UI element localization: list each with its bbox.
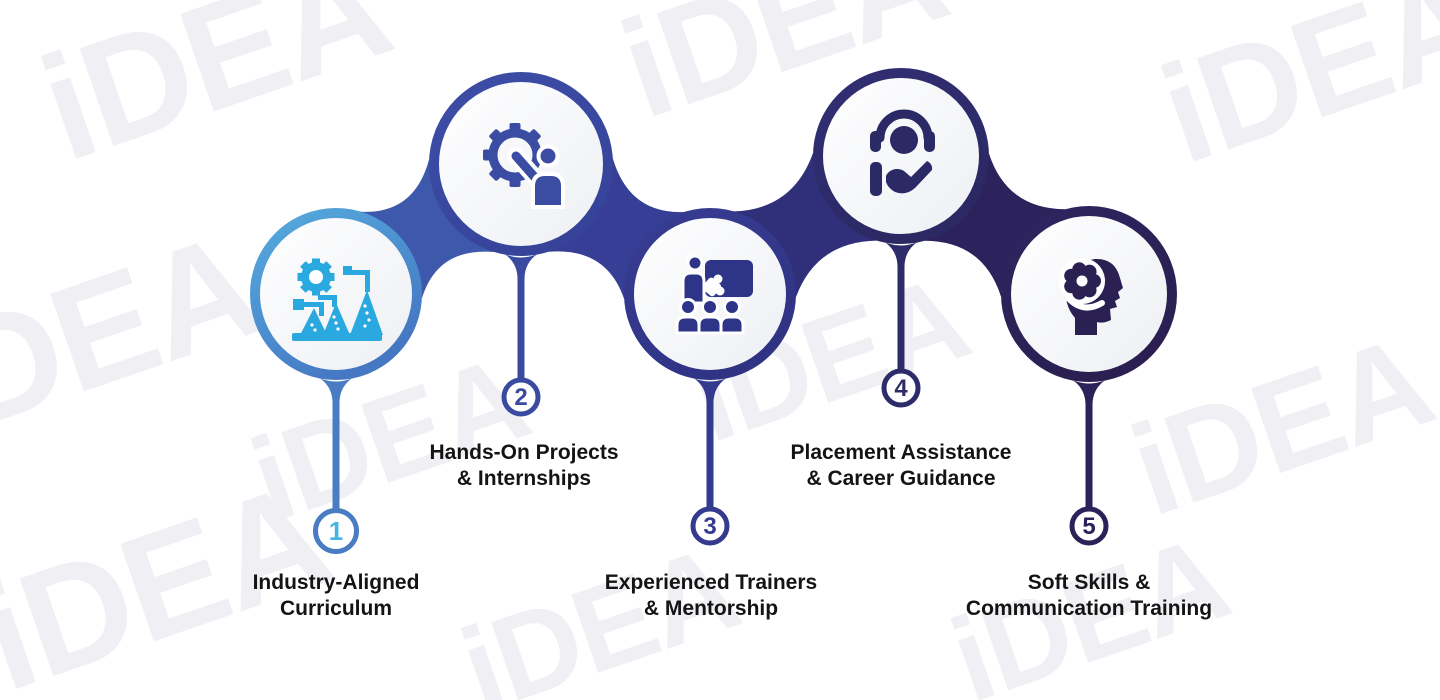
connector-webs [361, 152, 1066, 300]
step-title-line: Communication Training [965, 597, 1213, 620]
step-title-line: Hands-On Projects [429, 441, 619, 464]
step-title-line: Industry-Aligned [252, 571, 420, 594]
badge-number: 5 [1082, 513, 1095, 540]
step-title-line: & Mentorship [643, 597, 779, 620]
hands-on-gear-icon [483, 123, 565, 209]
stem-5 [1063, 375, 1115, 512]
gear-glyph [297, 258, 335, 296]
step-title-line: Placement Assistance [790, 441, 1012, 464]
step-title-line: Soft Skills & [1027, 571, 1151, 594]
industry-factory-icon [292, 258, 383, 341]
step-title-3: Experienced Trainers & Mentorship [551, 570, 871, 622]
badge-number: 4 [894, 375, 908, 402]
badge-5: 5 [1069, 506, 1109, 546]
soft-skills-mind-icon [1059, 258, 1123, 335]
connector-1-2 [361, 159, 495, 299]
badge-number: 1 [329, 516, 343, 546]
badge-2: 2 [501, 377, 541, 417]
step-title-line: & Career Guidance [806, 467, 996, 490]
stem-1 [310, 373, 362, 514]
connector-4-5 [924, 153, 1066, 297]
badge-number: 3 [703, 513, 716, 540]
step-title-5: Soft Skills & Communication Training [929, 570, 1249, 622]
gear-flower-glyph [1064, 262, 1101, 300]
stems [310, 237, 1115, 514]
badge-number: 2 [514, 384, 527, 411]
connector-3-4 [733, 152, 877, 298]
step-title-2: Hands-On Projects & Internships [364, 440, 684, 492]
stem-3 [684, 373, 736, 512]
circle-step-4 [813, 68, 989, 244]
headset-support-icon [870, 109, 935, 196]
stem-4 [875, 237, 927, 374]
stem-2 [495, 249, 547, 383]
audience-glyph [675, 298, 745, 335]
badge-3: 3 [690, 506, 730, 546]
connector-2-3 [548, 158, 685, 300]
trainer-presentation-icon [675, 254, 753, 335]
step-title-line: & Internships [456, 467, 592, 490]
number-badges: 1 2 3 4 5 [313, 368, 1109, 554]
badge-4: 4 [881, 368, 921, 408]
step-title-4: Placement Assistance & Career Guidance [741, 440, 1061, 492]
step-title-1: Industry-Aligned Curriculum [176, 570, 496, 622]
badge-1: 1 [313, 508, 359, 554]
circle-step-1 [250, 208, 422, 380]
step-title-line: Curriculum [279, 597, 392, 620]
puzzle-piece-glyph [702, 274, 725, 297]
step-title-line: Experienced Trainers [604, 571, 818, 594]
